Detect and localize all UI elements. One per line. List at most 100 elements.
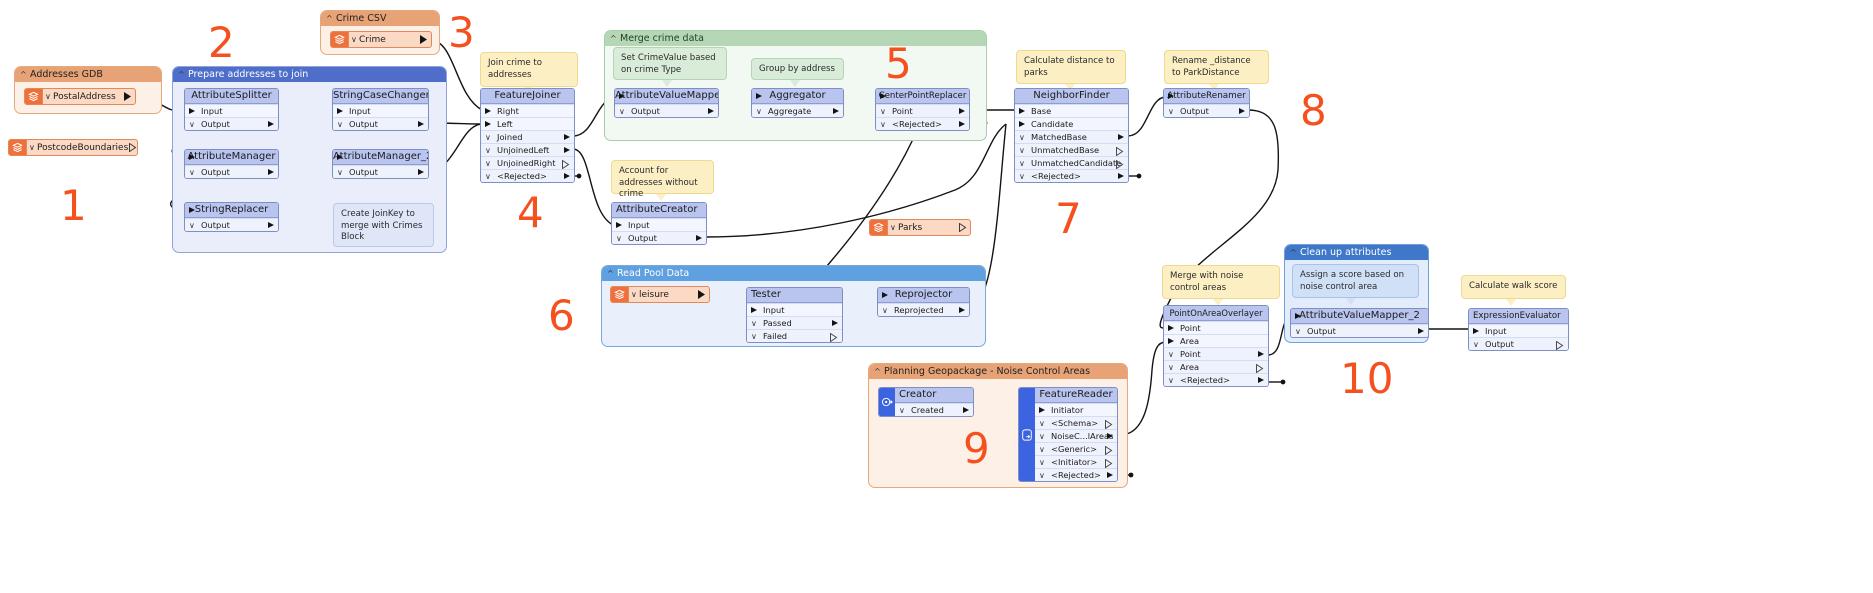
node-expression-evaluator[interactable]: ExpressionEvaluator Input ∨Output: [1468, 308, 1569, 351]
chevron-down-icon[interactable]: ∨: [1473, 339, 1479, 349]
node-string-case-changer[interactable]: StringCaseChanger Input ∨Output: [332, 88, 429, 131]
port-point-out[interactable]: ∨Point: [1164, 347, 1268, 360]
note-set-crime-value[interactable]: Set CrimeValue based on crime Type: [613, 47, 727, 87]
node-neighbor-finder[interactable]: NeighborFinder Base Candidate ∨MatchedBa…: [1014, 88, 1129, 183]
chevron-down-icon[interactable]: ∨: [1019, 145, 1025, 155]
port-output[interactable]: ∨Output: [333, 165, 428, 178]
port-area-in[interactable]: Area: [1164, 334, 1268, 347]
collapse-caret-icon[interactable]: ^: [607, 269, 614, 278]
port-created[interactable]: ∨Created: [895, 403, 973, 416]
port-area-out[interactable]: ∨Area: [1164, 360, 1268, 373]
port-output[interactable]: ∨Output: [333, 117, 428, 130]
node-feature-joiner[interactable]: FeatureJoiner Right Left ∨Joined ∨Unjoin…: [480, 88, 575, 183]
node-point-on-area-overlayer[interactable]: PointOnAreaOverlayer Point Area ∨Point ∨…: [1163, 305, 1269, 387]
port-input[interactable]: Input: [333, 104, 428, 117]
note-join-crime[interactable]: Join crime to addresses: [480, 52, 578, 94]
output-arrow-icon[interactable]: [121, 92, 135, 101]
chevron-down-icon[interactable]: ∨: [899, 405, 905, 415]
output-arrow-icon[interactable]: [956, 223, 970, 232]
collapse-caret-icon[interactable]: ^: [1290, 248, 1297, 257]
port-aggregate[interactable]: ∨Aggregate: [752, 104, 843, 117]
note-account-for-addresses[interactable]: Account for addresses without crime: [611, 160, 714, 201]
chevron-down-icon[interactable]: ∨: [337, 167, 343, 177]
port-output[interactable]: ∨Output: [185, 117, 278, 130]
group-header-prepare-addresses[interactable]: ^Prepare addresses to join: [173, 67, 446, 82]
chevron-down-icon[interactable]: ∨: [45, 91, 51, 101]
node-attribute-splitter[interactable]: AttributeSplitter Input ∨Output: [184, 88, 279, 131]
output-arrow-icon[interactable]: [417, 35, 431, 44]
port-generic[interactable]: ∨<Generic>: [1035, 442, 1117, 455]
port-rejected[interactable]: ∨<Rejected>: [876, 117, 969, 130]
node-attribute-manager[interactable]: AttributeManager ∨Output: [184, 149, 279, 179]
port-unmatched-candidate[interactable]: ∨UnmatchedCandidate: [1015, 156, 1128, 169]
node-aggregator[interactable]: Aggregator ∨Aggregate: [751, 88, 844, 118]
port-input[interactable]: Input: [747, 303, 842, 316]
port-output[interactable]: ∨Output: [1469, 337, 1568, 350]
chevron-down-icon[interactable]: ∨: [1168, 362, 1174, 372]
port-point-in[interactable]: Point: [1164, 321, 1268, 334]
reader-crime[interactable]: ∨ Crime: [330, 31, 432, 48]
port-noise-control-areas[interactable]: ∨NoiseC...lAreas: [1035, 429, 1117, 442]
node-reprojector[interactable]: Reprojector ∨Reprojected: [877, 287, 970, 317]
reader-postal-address[interactable]: ∨ PostalAddress: [24, 88, 136, 105]
node-attribute-manager-2[interactable]: AttributeManager_2 ∨Output: [332, 149, 429, 179]
reader-parks[interactable]: ∨ Parks: [869, 219, 971, 236]
port-output[interactable]: ∨Output: [615, 104, 718, 117]
chevron-down-icon[interactable]: ∨: [1168, 349, 1174, 359]
node-attribute-creator[interactable]: AttributeCreator Input ∨Output: [611, 202, 707, 245]
collapse-caret-icon[interactable]: ^: [178, 70, 185, 79]
port-output[interactable]: ∨Output: [1164, 104, 1249, 117]
chevron-down-icon[interactable]: ∨: [1168, 375, 1174, 385]
chevron-down-icon[interactable]: ∨: [1039, 418, 1045, 428]
port-left[interactable]: Left: [481, 117, 574, 130]
collapse-caret-icon[interactable]: ^: [326, 14, 333, 23]
node-attribute-renamer[interactable]: AttributeRenamer ∨Output: [1163, 88, 1250, 118]
chevron-down-icon[interactable]: ∨: [1039, 444, 1045, 454]
chevron-down-icon[interactable]: ∨: [1039, 457, 1045, 467]
collapse-caret-icon[interactable]: ^: [610, 34, 617, 43]
group-header-read-pool-data[interactable]: ^Read Pool Data: [602, 266, 985, 281]
node-attribute-value-mapper[interactable]: AttributeValueMapper ∨Output: [614, 88, 719, 118]
port-rejected[interactable]: ∨<Rejected>: [481, 169, 574, 182]
note-assign-score[interactable]: Assign a score based on noise control ar…: [1292, 264, 1419, 305]
port-initiator[interactable]: Initiator: [1035, 403, 1117, 416]
chevron-down-icon[interactable]: ∨: [1019, 171, 1025, 181]
chevron-down-icon[interactable]: ∨: [189, 220, 195, 230]
port-input[interactable]: Input: [185, 104, 278, 117]
port-unjoined-right[interactable]: ∨UnjoinedRight: [481, 156, 574, 169]
port-passed[interactable]: ∨Passed: [747, 316, 842, 329]
port-right[interactable]: Right: [481, 104, 574, 117]
chevron-down-icon[interactable]: ∨: [880, 119, 886, 129]
chevron-down-icon[interactable]: ∨: [756, 106, 762, 116]
reader-leisure[interactable]: ∨ leisure: [610, 286, 710, 303]
group-header-addresses-gdb[interactable]: ^Addresses GDB: [15, 67, 161, 82]
port-rejected[interactable]: ∨<Rejected>: [1035, 468, 1117, 481]
port-reprojected[interactable]: ∨Reprojected: [878, 303, 969, 316]
note-calculate-distance[interactable]: Calculate distance to parks: [1016, 50, 1126, 91]
chevron-down-icon[interactable]: ∨: [751, 331, 757, 341]
node-tester[interactable]: Tester Input ∨Passed ∨Failed: [746, 287, 843, 343]
port-output[interactable]: ∨Output: [185, 165, 278, 178]
output-arrow-icon[interactable]: [695, 290, 709, 299]
reader-postcode-boundaries[interactable]: ∨ PostcodeBoundaries: [8, 139, 138, 156]
note-rename-distance[interactable]: Rename _distance to ParkDistance: [1164, 50, 1269, 91]
node-attribute-value-mapper-2[interactable]: AttributeValueMapper_2 ∨Output: [1290, 308, 1429, 338]
port-initiator-out[interactable]: ∨<Initiator>: [1035, 455, 1117, 468]
chevron-down-icon[interactable]: ∨: [616, 233, 622, 243]
group-header-planning-geopackage[interactable]: ^Planning Geopackage - Noise Control Are…: [869, 364, 1127, 379]
chevron-down-icon[interactable]: ∨: [1019, 132, 1025, 142]
port-joined[interactable]: ∨Joined: [481, 130, 574, 143]
chevron-down-icon[interactable]: ∨: [1039, 431, 1045, 441]
port-output[interactable]: ∨Output: [185, 218, 278, 231]
port-unmatched-base[interactable]: ∨UnmatchedBase: [1015, 143, 1128, 156]
group-header-crime-csv[interactable]: ^Crime CSV: [321, 11, 439, 26]
port-schema[interactable]: ∨<Schema>: [1035, 416, 1117, 429]
collapse-caret-icon[interactable]: ^: [874, 367, 881, 376]
chevron-down-icon[interactable]: ∨: [485, 171, 491, 181]
chevron-down-icon[interactable]: ∨: [880, 106, 886, 116]
note-group-by-address[interactable]: Group by address: [751, 58, 844, 87]
chevron-down-icon[interactable]: ∨: [485, 145, 491, 155]
chevron-down-icon[interactable]: ∨: [882, 305, 888, 315]
chevron-down-icon[interactable]: ∨: [1019, 158, 1025, 168]
port-failed[interactable]: ∨Failed: [747, 329, 842, 342]
